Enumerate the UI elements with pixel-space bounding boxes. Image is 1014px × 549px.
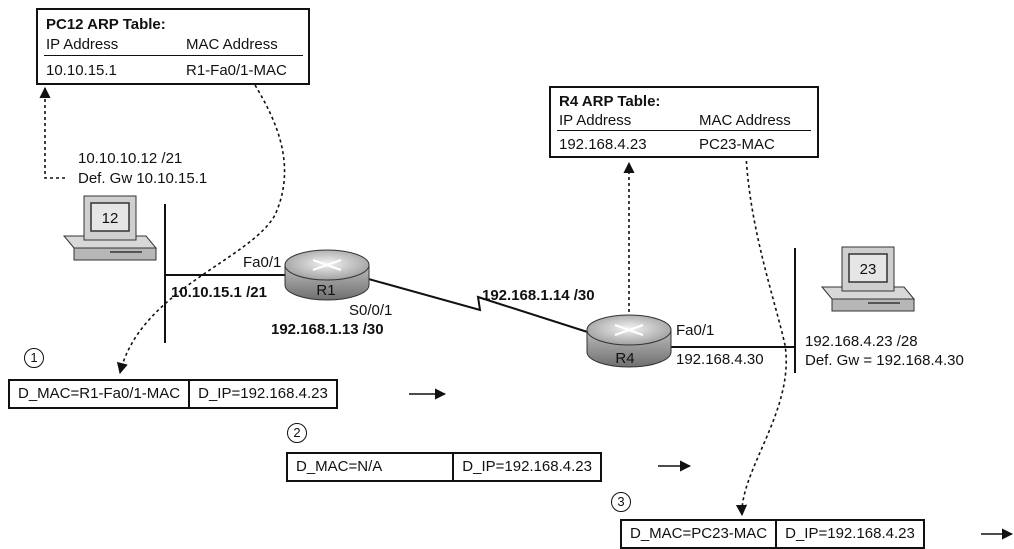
frame-3-dip: D_IP=192.168.4.23 — [775, 521, 923, 547]
frame-2: D_MAC=N/A D_IP=192.168.4.23 — [286, 452, 602, 482]
serial-link — [364, 277, 601, 337]
arp4-to-frame3-dashed — [735, 154, 787, 517]
pc23-ip: 192.168.4.23 /28 — [805, 333, 918, 350]
r4-arp-table: R4 ARP Table: IP Address MAC Address 192… — [549, 86, 819, 158]
pc23-computer-icon — [820, 246, 916, 312]
frame-2-dmac: D_MAC=N/A — [296, 458, 383, 475]
r4-serial-ip: 192.168.1.14 /30 — [482, 287, 595, 304]
r1-serial-ip: 192.168.1.13 /30 — [271, 321, 384, 338]
pc23-number: 23 — [860, 261, 877, 278]
r1-label: R1 — [316, 282, 335, 299]
r4-label: R4 — [615, 350, 634, 367]
r4-fa-ip: 192.168.4.30 — [676, 351, 764, 368]
pc12-arp-col-mac: MAC Address — [186, 36, 278, 53]
r1-fa-interface: Fa0/1 — [243, 254, 282, 271]
pc12-ip: 10.10.10.12 /21 — [78, 150, 183, 167]
frame-1-dip: D_IP=192.168.4.23 — [188, 381, 336, 407]
pc12-arp-col-ip: IP Address — [46, 36, 119, 53]
pc12-to-arp-dashed — [39, 86, 65, 179]
frame-3: D_MAC=PC23-MAC D_IP=192.168.4.23 — [620, 519, 925, 549]
pc23-gateway: Def. Gw = 192.168.4.30 — [805, 352, 964, 369]
pc12-gateway: Def. Gw 10.10.15.1 — [78, 170, 208, 187]
r4-arp-col-mac: MAC Address — [699, 112, 791, 129]
frame-3-dmac: D_MAC=PC23-MAC — [630, 525, 768, 542]
step-2-marker: 2 — [287, 423, 307, 443]
step-1-marker: 1 — [24, 348, 44, 368]
r1-router-icon — [284, 249, 370, 301]
pc12-number: 12 — [102, 210, 119, 227]
r4-fa-interface: Fa0/1 — [676, 322, 715, 339]
frame-1-dmac: D_MAC=R1-Fa0/1-MAC — [18, 385, 181, 402]
pc12-arp-row-mac: R1-Fa0/1-MAC — [186, 62, 287, 79]
r4-arp-title: R4 ARP Table: — [559, 93, 661, 110]
r1-serial-interface: S0/0/1 — [349, 302, 393, 319]
step-3-marker: 3 — [611, 492, 631, 512]
r4-arp-row-mac: PC23-MAC — [699, 136, 775, 153]
pc12-arp-title: PC12 ARP Table: — [46, 16, 166, 33]
r4-arp-col-ip: IP Address — [559, 112, 632, 129]
frame-2-dip: D_IP=192.168.4.23 — [452, 454, 600, 480]
arp12-to-frame1-dashed — [116, 79, 286, 375]
pc12-arp-table: PC12 ARP Table: IP Address MAC Address 1… — [36, 8, 310, 85]
r4-arp-rule — [557, 130, 811, 131]
pc12-arp-row-ip: 10.10.15.1 — [46, 62, 117, 79]
r4-router-icon — [586, 314, 672, 368]
pc12-computer-icon — [62, 195, 158, 261]
r4-arp-row-ip: 192.168.4.23 — [559, 136, 647, 153]
pc12-arp-rule — [44, 55, 303, 56]
frame-1: D_MAC=R1-Fa0/1-MAC D_IP=192.168.4.23 — [8, 379, 338, 409]
r1-fa-ip: 10.10.15.1 /21 — [171, 284, 267, 301]
